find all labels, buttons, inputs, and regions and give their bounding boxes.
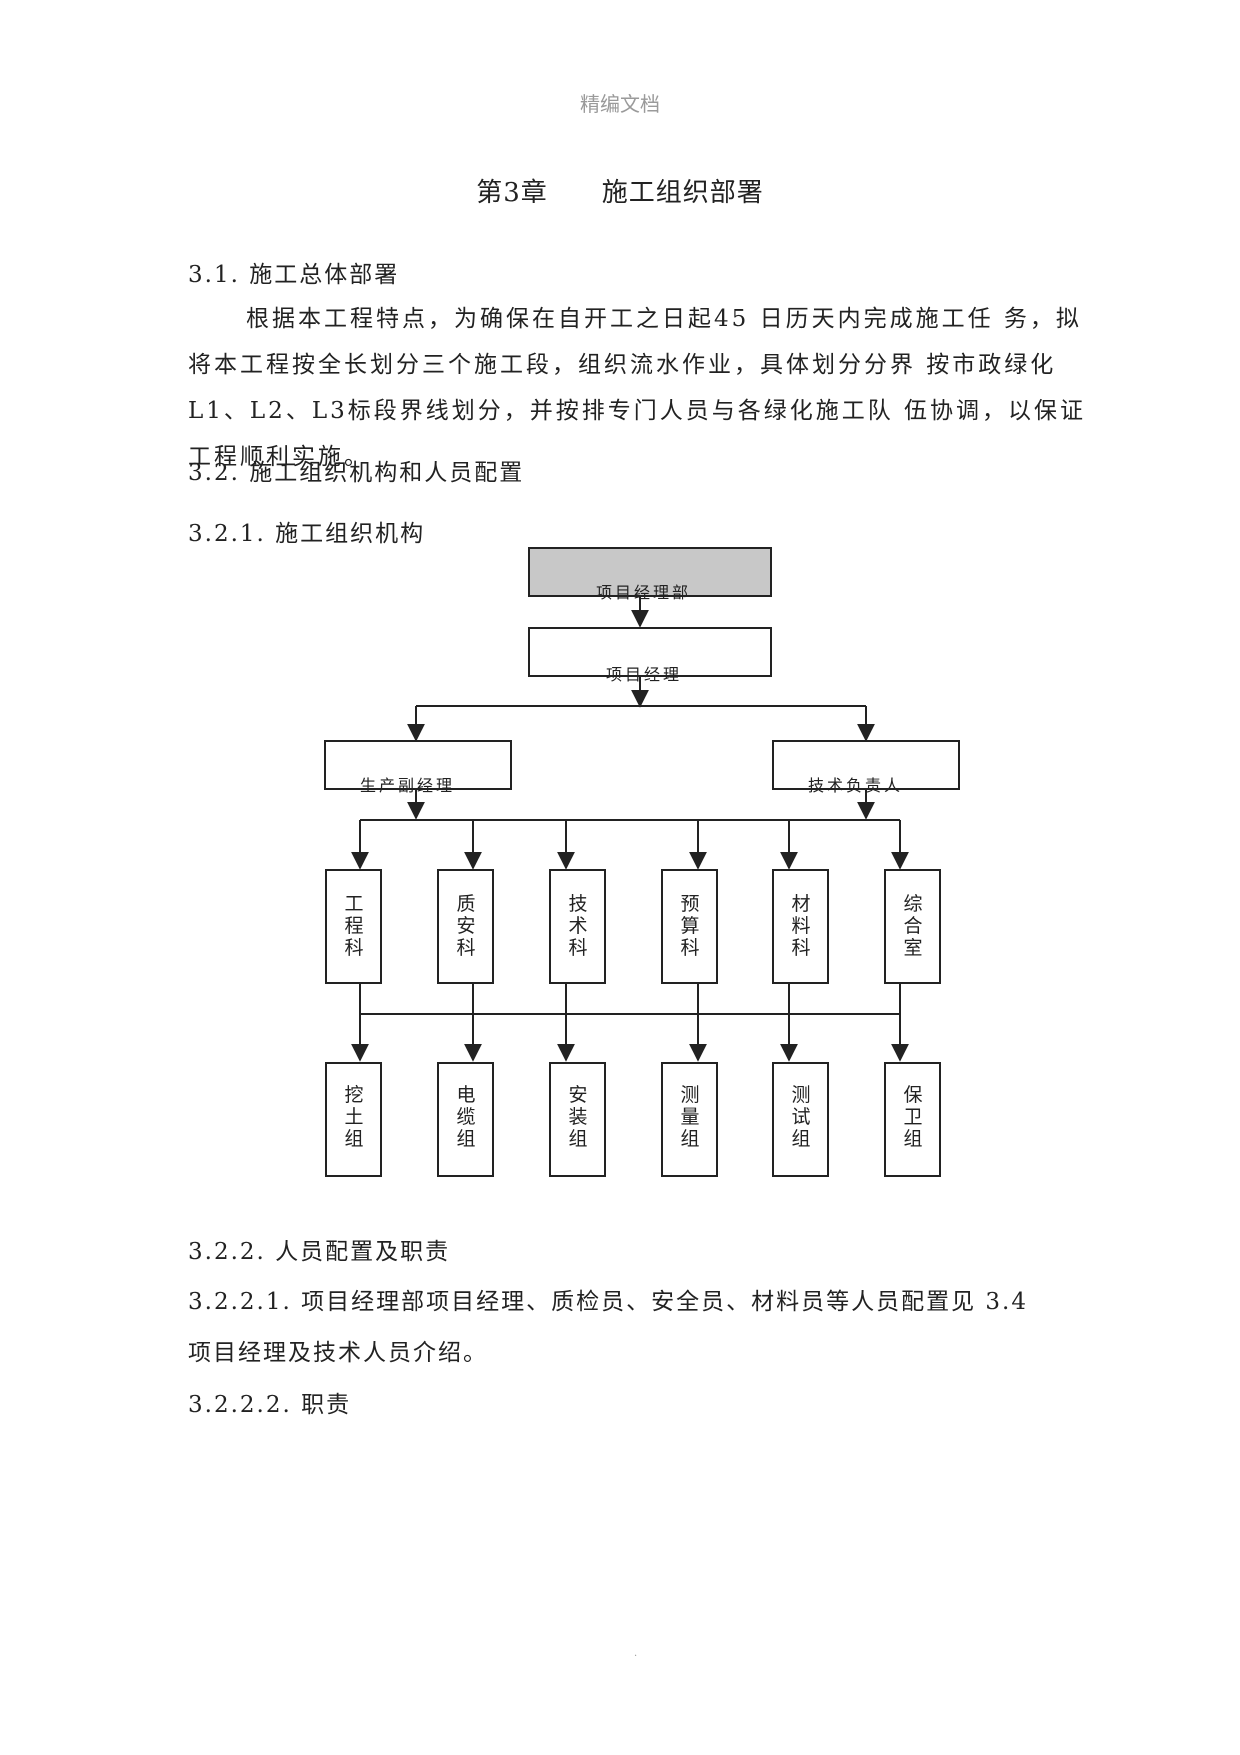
chapter-name: 施工组织部署	[601, 178, 764, 208]
org-box-dept-engineering: 工程科	[325, 869, 382, 984]
org-box-dept-technical: 技术科	[549, 869, 606, 984]
chapter-number: 第3章	[476, 178, 548, 208]
org-box-team-testing: 测试组	[772, 1062, 829, 1177]
org-label-dept-general-office: 综合室	[903, 893, 923, 959]
org-box-team-excavation: 挖土组	[325, 1062, 382, 1177]
org-box-dept-quality-safety: 质安科	[437, 869, 494, 984]
section-3-1-heading: 3.1. 施工总体部署	[188, 262, 400, 288]
section-3-2-2-heading: 3.2.2. 人员配置及职责	[188, 1239, 451, 1265]
org-label-project-manager: 项目经理	[606, 665, 683, 684]
org-label-team-cable: 电缆组	[456, 1084, 476, 1150]
org-label-team-testing: 测试组	[791, 1084, 811, 1150]
org-label-production-deputy: 生产副经理	[360, 776, 456, 795]
org-box-dept-materials: 材料科	[772, 869, 829, 984]
org-label-dept-engineering: 工程科	[344, 893, 364, 959]
section-3-1-paragraph: 根据本工程特点，为确保在自开工之日起45 日历天内完成施工任 务，拟将本工程按全…	[188, 306, 1087, 470]
section-3-2-1-heading: 3.2.1. 施工组织机构	[188, 521, 426, 547]
org-box-production-deputy: 生产副经理	[324, 740, 512, 795]
page-footer-mark: .	[634, 1648, 638, 1659]
org-box-team-installation: 安装组	[549, 1062, 606, 1177]
section-3-2-2-1-line2: 项目经理及技术人员介绍。	[188, 1340, 488, 1366]
org-box-dept-general-office: 综合室	[884, 869, 941, 984]
org-label-team-security: 保卫组	[903, 1084, 923, 1150]
org-box-project-department: 项目经理部	[528, 547, 772, 602]
org-label-team-excavation: 挖土组	[344, 1084, 364, 1150]
org-box-team-survey: 测量组	[661, 1062, 718, 1177]
org-box-team-security: 保卫组	[884, 1062, 941, 1177]
org-label-dept-materials: 材料科	[791, 893, 811, 959]
org-label-dept-quality-safety: 质安科	[456, 893, 476, 959]
org-label-team-installation: 安装组	[568, 1084, 588, 1150]
chapter-title: 第3章 施工组织部署	[0, 172, 1240, 209]
section-3-2-heading: 3.2. 施工组织机构和人员配置	[188, 460, 525, 486]
org-label-technical-lead: 技术负责人	[808, 776, 904, 795]
org-label-project-department: 项目经理部	[596, 583, 692, 602]
org-box-dept-budget: 预算科	[661, 869, 718, 984]
watermark: 精编文档	[580, 92, 660, 116]
section-3-2-2-1-line1: 3.2.2.1. 项目经理部项目经理、质检员、安全员、材料员等人员配置见 3.4	[188, 1289, 1028, 1315]
org-box-project-manager: 项目经理	[528, 627, 772, 684]
org-box-technical-lead: 技术负责人	[772, 740, 960, 795]
org-label-dept-budget: 预算科	[680, 893, 700, 959]
org-label-dept-technical: 技术科	[568, 893, 588, 959]
section-3-2-2-2-heading: 3.2.2.2. 职责	[188, 1392, 352, 1418]
org-box-team-cable: 电缆组	[437, 1062, 494, 1177]
org-label-team-survey: 测量组	[680, 1084, 700, 1150]
